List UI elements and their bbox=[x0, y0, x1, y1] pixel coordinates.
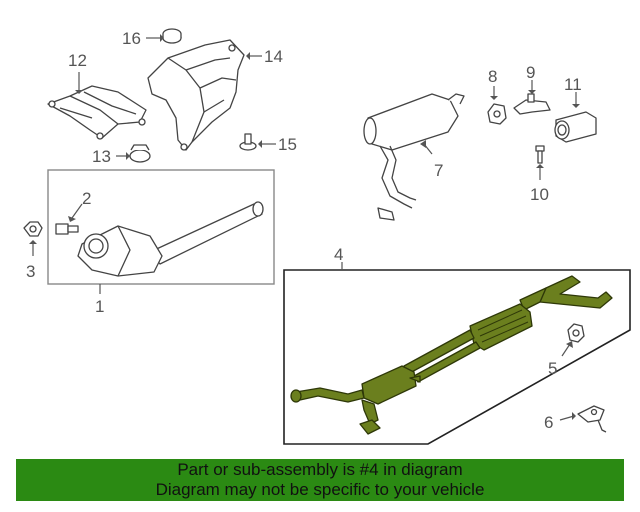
banner-line-disclaimer: Diagram may not be specific to your vehi… bbox=[155, 480, 485, 499]
callout-8[interactable]: 8 bbox=[488, 67, 497, 86]
part-6-hanger-bracket[interactable] bbox=[577, 405, 607, 433]
callout-7[interactable]: 7 bbox=[434, 161, 443, 180]
arrow-2 bbox=[68, 216, 76, 222]
leader-6 bbox=[559, 415, 575, 421]
part-8-insulator[interactable] bbox=[487, 103, 507, 125]
leader-5 bbox=[561, 343, 571, 357]
part-15-stud[interactable] bbox=[239, 133, 257, 151]
part-9-bracket[interactable] bbox=[513, 93, 551, 115]
callout-3[interactable]: 3 bbox=[26, 262, 35, 281]
arrow-13 bbox=[126, 152, 130, 160]
arrow-8 bbox=[490, 96, 498, 100]
callout-11[interactable]: 11 bbox=[564, 75, 582, 94]
callout-4[interactable]: 4 bbox=[334, 245, 343, 264]
part-1-catalytic-converter[interactable] bbox=[77, 201, 264, 277]
arrow-7 bbox=[420, 140, 426, 148]
part-14-heat-shield[interactable] bbox=[147, 39, 245, 151]
arrow-5 bbox=[566, 341, 573, 348]
callout-15[interactable]: 15 bbox=[278, 135, 297, 154]
arrow-10 bbox=[536, 164, 544, 168]
part-16-nut[interactable] bbox=[162, 28, 182, 44]
arrow-11 bbox=[572, 104, 580, 108]
arrow-15 bbox=[258, 140, 262, 148]
arrow-3 bbox=[29, 240, 37, 244]
arrow-16 bbox=[160, 34, 164, 42]
arrow-9 bbox=[528, 90, 536, 94]
part-7-muffler[interactable] bbox=[363, 93, 465, 221]
banner-line-part: Part or sub-assembly is #4 in diagram bbox=[177, 460, 463, 479]
callout-14[interactable]: 14 bbox=[264, 47, 283, 66]
callout-1[interactable]: 1 bbox=[95, 297, 104, 316]
group-4-frame bbox=[283, 269, 631, 445]
callout-2[interactable]: 2 bbox=[82, 189, 91, 208]
arrow-14 bbox=[246, 52, 250, 60]
callout-9[interactable]: 9 bbox=[526, 63, 535, 82]
info-banner: Part or sub-assembly is #4 in diagram Di… bbox=[16, 459, 624, 501]
callout-16[interactable]: 16 bbox=[122, 29, 141, 48]
callout-13[interactable]: 13 bbox=[92, 147, 111, 166]
arrow-12 bbox=[75, 90, 83, 94]
part-13-nut[interactable] bbox=[129, 144, 151, 163]
callout-10[interactable]: 10 bbox=[530, 185, 549, 204]
part-11-exhaust-tip[interactable] bbox=[554, 111, 597, 143]
part-12-heat-shield[interactable] bbox=[47, 85, 147, 140]
leader-2 bbox=[71, 203, 83, 219]
exhaust-parts-diagram: 16 14 12 13 15 1 bbox=[23, 28, 631, 445]
part-3-nut[interactable] bbox=[23, 221, 43, 237]
group-1-frame bbox=[47, 169, 275, 285]
part-5-insulator[interactable] bbox=[567, 323, 585, 343]
callout-6[interactable]: 6 bbox=[544, 413, 553, 432]
callout-12[interactable]: 12 bbox=[68, 51, 87, 70]
part-4-exhaust-system[interactable] bbox=[290, 275, 613, 435]
callout-5[interactable]: 5 bbox=[548, 359, 557, 378]
arrow-6 bbox=[572, 412, 576, 420]
part-2-sensor[interactable] bbox=[55, 223, 79, 235]
part-10-bolt[interactable] bbox=[535, 145, 545, 164]
